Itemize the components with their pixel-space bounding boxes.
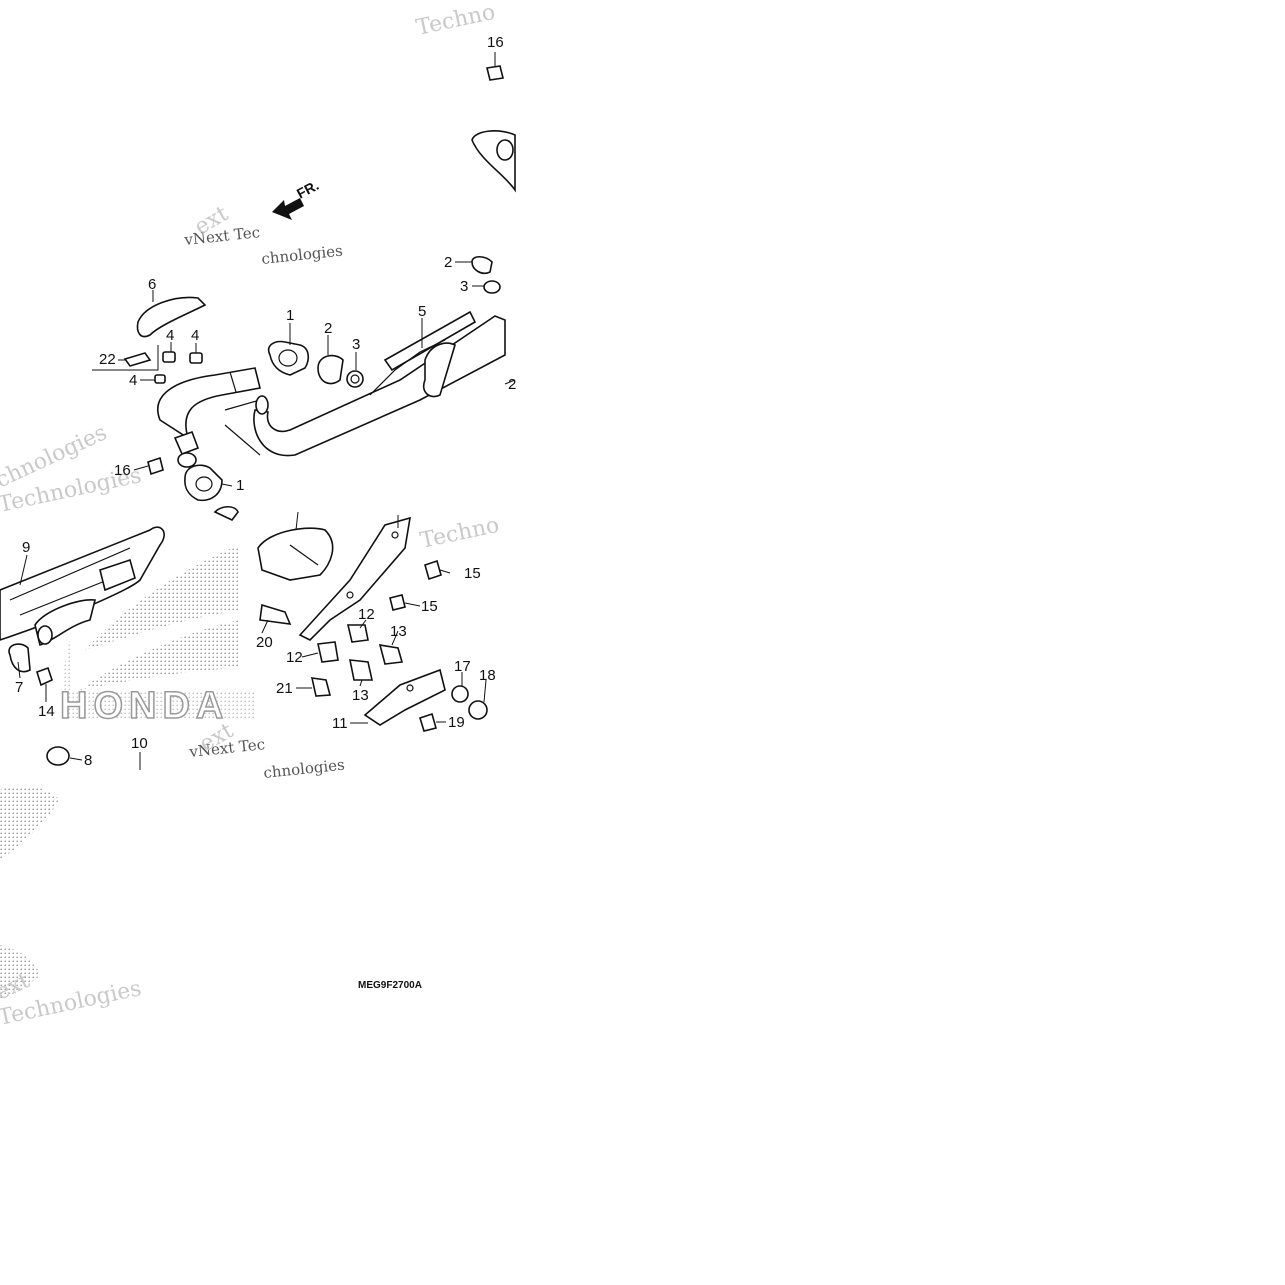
hardware-bolts-and-nuts	[147, 65, 504, 732]
callout-label: 1	[236, 477, 244, 494]
callout-label: 2	[324, 320, 332, 337]
callout-label: 21	[276, 680, 293, 697]
heat-shield-and-clips	[123, 296, 207, 384]
callout-label: 17	[454, 658, 471, 675]
callout-label: 5	[418, 303, 426, 320]
callout-label: 19	[448, 714, 465, 731]
honda-wing-logo: HONDA	[0, 545, 255, 1000]
callout-label: 12	[358, 606, 375, 623]
callout-label: 1	[286, 307, 294, 324]
callout-label: 13	[352, 687, 369, 704]
callout-label: 22	[99, 351, 116, 368]
muffler-assembly	[0, 516, 446, 766]
callout-label: 13	[390, 623, 407, 640]
watermark-text: chnologies	[261, 242, 344, 268]
gaskets-and-joints	[184, 255, 501, 522]
callout-label: 3	[460, 278, 468, 295]
callout-label: 20	[256, 634, 273, 651]
callout-label: 9	[22, 539, 30, 556]
leader-lines	[17, 52, 516, 770]
watermark-text: Techno	[418, 513, 501, 554]
callout-label: 15	[464, 565, 481, 582]
exhaust-pipe-assembly	[157, 130, 516, 468]
callout-label: 6	[148, 276, 156, 293]
callout-label: 7	[15, 679, 23, 696]
callout-label: 18	[479, 667, 496, 684]
callout-label: 14	[38, 703, 55, 720]
callout-labels: 16 2 3 6 4 4 22 4 1 2 3 5 2 16 1 9 15 15…	[15, 34, 516, 769]
watermark-text: Techno	[414, 0, 497, 41]
callout-label: 15	[421, 598, 438, 615]
callout-label: 11	[332, 715, 348, 732]
callout-label: 4	[166, 327, 174, 344]
callout-label: 8	[84, 752, 92, 769]
callout-label: 4	[129, 372, 137, 389]
watermark-text: chnologies	[263, 756, 346, 782]
watermarks: Techno vNext Tec ext chnologies chnologi…	[0, 0, 501, 1031]
callout-label: 16	[114, 462, 131, 479]
callout-label: 3	[352, 336, 360, 353]
callout-label: 16	[487, 34, 504, 51]
callout-label: 10	[131, 735, 148, 752]
honda-wordmark: HONDA	[60, 685, 229, 727]
callout-label: 2	[508, 376, 516, 393]
front-direction-arrow: FR.	[272, 177, 321, 220]
callout-label: 2	[444, 254, 452, 271]
callout-label: 12	[286, 649, 303, 666]
callout-label: 4	[191, 327, 199, 344]
front-direction-label: FR.	[294, 177, 321, 202]
diagram-code: MEG9F2700A	[358, 980, 422, 991]
